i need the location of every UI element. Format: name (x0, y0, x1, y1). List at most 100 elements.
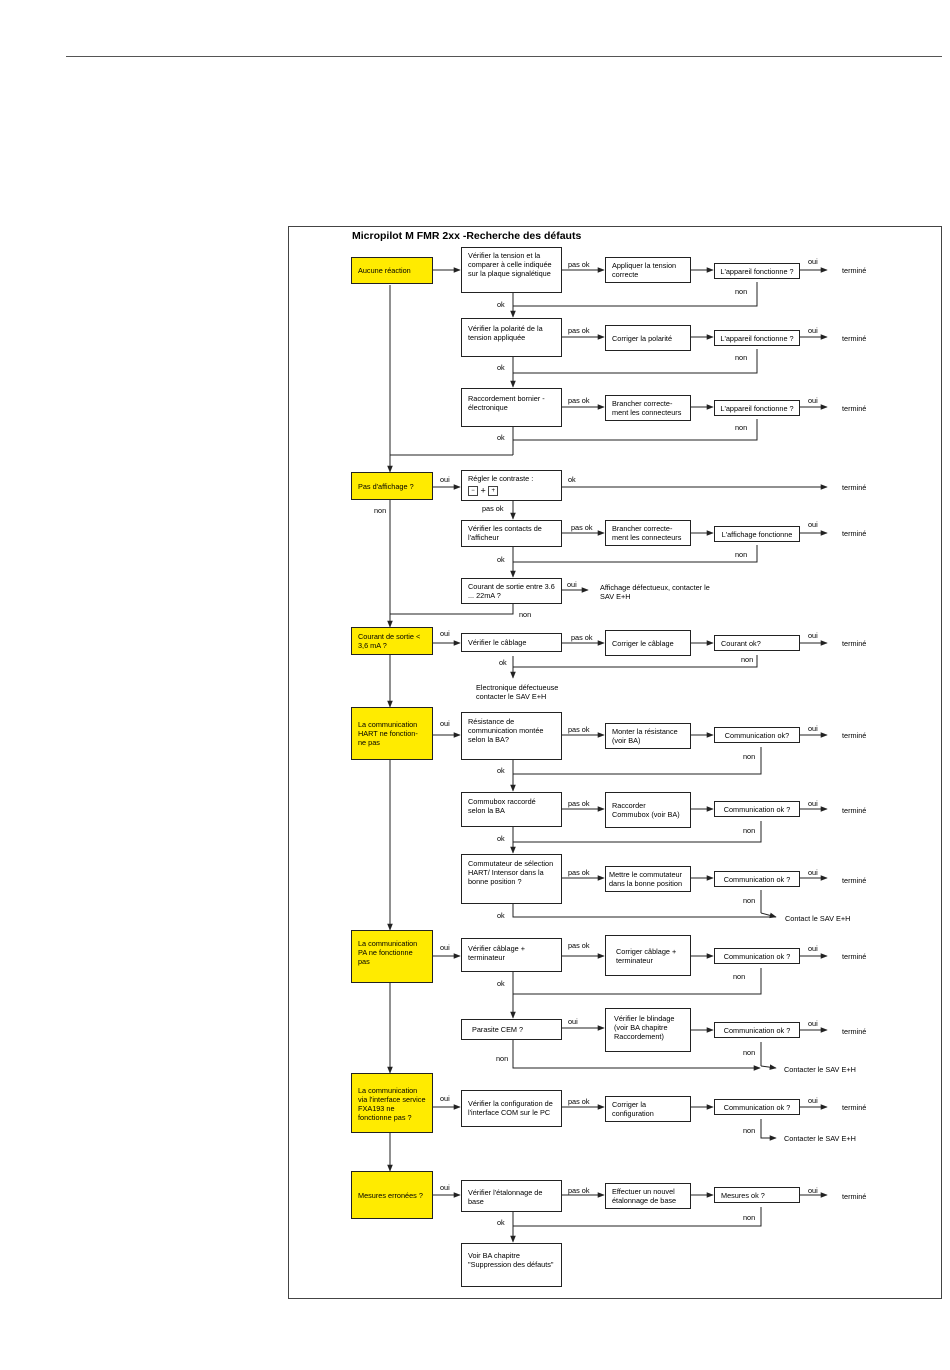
note-electronics-defect: Electronique défectueuse contacter le SA… (476, 683, 559, 701)
action-fix-polarity-label: Corriger la polarité (612, 333, 673, 343)
yes-label: oui (808, 799, 818, 808)
result-done: terminé (842, 731, 867, 740)
result-done: terminé (842, 1103, 867, 1112)
start-no-display: Pas d'affichage ? (351, 472, 433, 500)
test-device-works: L'appareil fonctionne ? (714, 330, 800, 346)
no-label: non (743, 1048, 756, 1057)
start-wrong-measure-label: Mesures erronées ? (358, 1190, 423, 1200)
check-calibration-label: Vérifier l'étalonnage de base (468, 1188, 543, 1206)
branch-label: ok (568, 475, 576, 484)
check-voltage: Vérifier la tension et la comparer à cel… (461, 247, 562, 293)
test-device-works-label: L'appareil fonctionne ? (720, 333, 794, 343)
yes-label: oui (808, 257, 818, 266)
start-pa: La communication PA ne fonctionne pas (351, 930, 433, 983)
result-done: terminé (842, 1192, 867, 1201)
start-wrong-measure: Mesures erronées ? (351, 1171, 433, 1219)
test-current-ok: Courant ok? (714, 635, 800, 651)
test-communication-ok-label: Communication ok ? (723, 874, 791, 884)
test-display-works-label: L'affichage fonctionne (721, 529, 793, 539)
action-set-switch: Mettre le commutateur dans la bonne posi… (605, 866, 691, 892)
test-communication-ok-label: Communication ok ? (723, 951, 791, 961)
plus-key-icon: + (488, 486, 499, 496)
check-polarity-label: Vérifier la polarité de la tension appli… (468, 324, 543, 342)
test-communication-ok: Communication ok? (714, 727, 800, 743)
test-communication-ok-label: Communication ok ? (723, 1025, 791, 1035)
action-set-switch-label: Mettre le commutateur dans la bonne posi… (609, 870, 683, 888)
branch-label: pas ok (568, 868, 590, 877)
check-output-range-label: Courant de sortie entre 3.6 ... 22mA ? (468, 582, 555, 600)
result-done: terminé (842, 876, 867, 885)
start-no-reaction: Aucune réaction (351, 257, 433, 284)
test-display-works: L'affichage fonctionne (714, 526, 800, 542)
check-display-contacts-label: Vérifier les contacts de l'afficheur (468, 524, 542, 542)
start-output-current-label: Courant de sortie < 3,6 mA ? (358, 632, 421, 650)
check-wiring: Vérifier le câblage (461, 633, 562, 652)
check-contrast-label: Régler le contraste : (468, 474, 534, 483)
yes-label: oui (808, 1019, 818, 1028)
action-connect-commubox-label: Raccorder Commubox (voir BA) (612, 801, 680, 819)
check-pa-wiring-label: Vérifier câblage + terminateur (468, 944, 525, 962)
start-no-reaction-label: Aucune réaction (358, 266, 411, 275)
yes-label: oui (808, 631, 818, 640)
start-no-display-yes: oui (440, 475, 450, 484)
branch-label: pas ok (568, 725, 590, 734)
test-communication-ok-label: Communication ok? (724, 730, 790, 740)
test-measure-ok: Mesures ok ? (714, 1187, 800, 1203)
yes-label: oui (808, 868, 818, 877)
check-resistor-label: Résistance de communication montée selon… (468, 717, 544, 744)
test-device-works: L'appareil fonctionne ? (714, 263, 800, 279)
start-fxa193: La communication via l'interface service… (351, 1073, 433, 1133)
result-done: terminé (842, 529, 867, 538)
no-label: non (743, 1126, 756, 1135)
action-connect-plugs-label: Brancher correcte- ment les connecteurs (612, 524, 682, 542)
ok-label: ok (497, 433, 505, 442)
no-label: non (743, 826, 756, 835)
yes-label: oui (808, 396, 818, 405)
no-label: non (735, 423, 748, 432)
test-communication-ok: Communication ok ? (714, 801, 800, 817)
note-contact-service: Contacter le SAV E+H (784, 1065, 856, 1074)
no-label: non (735, 353, 748, 362)
result-done: terminé (842, 639, 867, 648)
branch-label: pas ok (571, 633, 593, 642)
check-switch-label: Commutateur de sélection HART/ Intensor … (468, 859, 554, 886)
check-resistor: Résistance de communication montée selon… (461, 712, 562, 760)
ok-label: ok (497, 979, 505, 988)
action-connect-commubox: Raccorder Commubox (voir BA) (605, 792, 691, 828)
no-label: non (743, 752, 756, 761)
action-check-shielding-label: Vérifier le blindage (voir BA chapitre R… (614, 1014, 675, 1041)
check-emc-label: Parasite CEM ? (472, 1025, 524, 1034)
start-no-display-label: Pas d'affichage ? (358, 481, 414, 491)
result-done: terminé (842, 266, 867, 275)
start-hart-yes: oui (440, 719, 450, 728)
yes-label: oui (568, 1017, 578, 1026)
header-rule (66, 56, 942, 57)
action-fix-wiring: Corriger le câblage (605, 630, 691, 656)
start-pa-label: La communication PA ne fonctionne pas (358, 939, 418, 966)
yes-label: oui (808, 326, 818, 335)
see-ba-box: Voir BA chapitre "Suppression des défaut… (461, 1243, 562, 1287)
test-communication-ok: Communication ok ? (714, 1022, 800, 1038)
check-com-config-label: Vérifier la configuration de l'interface… (468, 1099, 553, 1117)
action-fix-wiring-label: Corriger le câblage (612, 638, 674, 648)
note-contact-service: Contact le SAV E+H (785, 914, 851, 923)
branch-label: pas ok (568, 1186, 590, 1195)
start-wrong-measure-yes: oui (440, 1183, 450, 1192)
flowchart-frame (288, 226, 942, 1299)
yes-label: oui (808, 1186, 818, 1195)
branch-label: pas ok (568, 326, 590, 335)
yes-label: oui (567, 580, 577, 589)
action-fix-config: Corriger la configuration (605, 1096, 691, 1122)
note-contact-service: Contacter le SAV E+H (784, 1134, 856, 1143)
action-new-calibration: Effectuer un nouvel étalonnage de base (605, 1183, 691, 1209)
minus-key-icon: − (468, 486, 478, 496)
check-emc: Parasite CEM ? (461, 1019, 562, 1040)
yes-label: oui (808, 724, 818, 733)
start-pa-yes: oui (440, 943, 450, 952)
branch-label: pas ok (568, 1097, 590, 1106)
action-apply-voltage-label: Appliquer la tension correcte (612, 261, 677, 279)
test-current-ok-label: Courant ok? (721, 638, 761, 648)
ok-label: ok (497, 834, 505, 843)
yes-label: oui (808, 944, 818, 953)
check-output-range: Courant de sortie entre 3.6 ... 22mA ? (461, 578, 562, 604)
